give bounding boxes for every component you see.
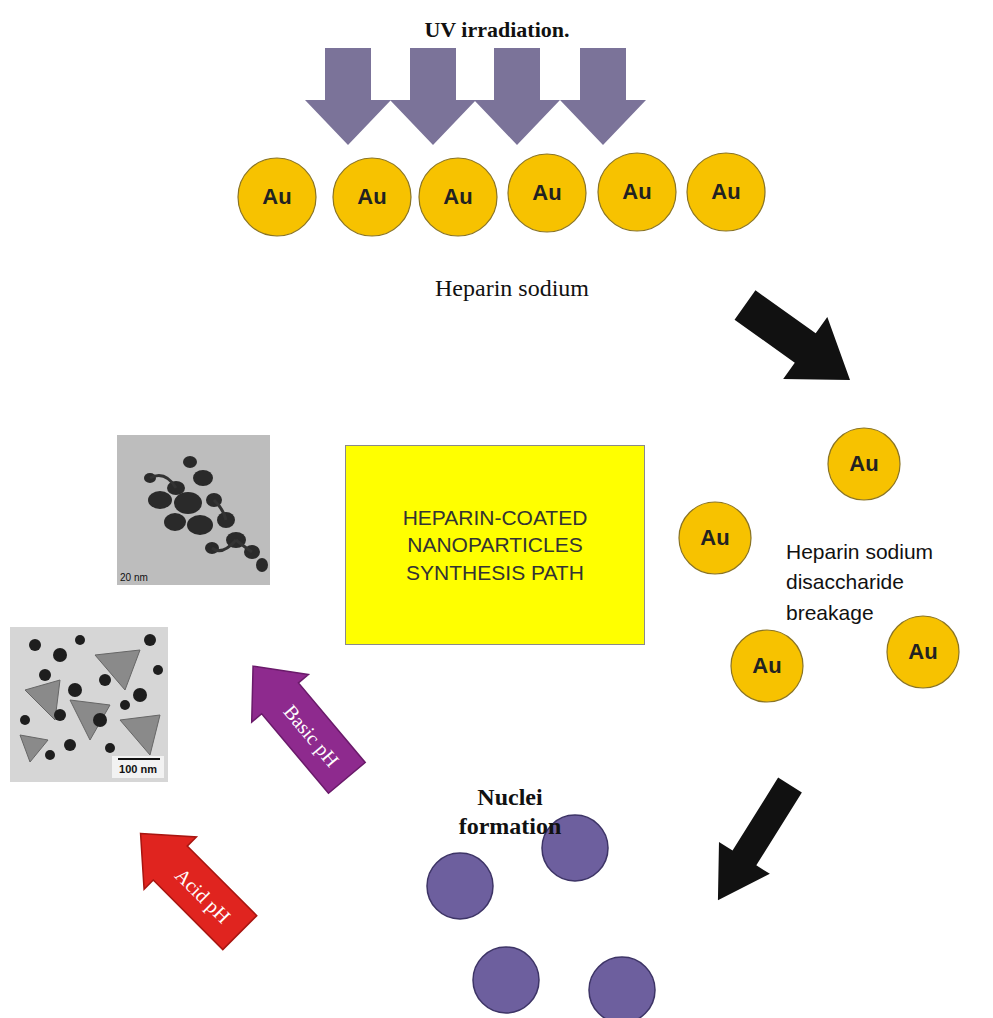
- title-box: HEPARIN-COATED NANOPARTICLES SYNTHESIS P…: [345, 445, 645, 645]
- scale-label: 20 nm: [120, 572, 180, 584]
- step-label: Nuclei formation: [435, 783, 585, 841]
- gold-particle: Au: [597, 152, 677, 232]
- reagent-label: Heparin sodium: [352, 274, 672, 303]
- scale-label: 100 nm: [112, 763, 164, 776]
- label-text: 100 nm: [119, 763, 157, 775]
- node-text: HEPARIN-COATED NANOPARTICLES SYNTHESIS P…: [395, 504, 595, 586]
- tem-image: [10, 627, 168, 782]
- node-text: Au: [622, 179, 651, 205]
- node-text: Au: [357, 184, 386, 210]
- gold-particle: Au: [686, 152, 766, 232]
- nuclei: [427, 815, 655, 1018]
- node-text: Au: [700, 525, 729, 551]
- label-text: Heparin sodium disaccharide breakage: [786, 540, 933, 624]
- process-arrow: [723, 274, 872, 411]
- node-text: Au: [908, 639, 937, 665]
- label-text: Nuclei formation: [459, 784, 562, 839]
- uv-arrows: [305, 48, 646, 145]
- gold-particle: Au: [827, 427, 901, 501]
- node-text: Au: [443, 184, 472, 210]
- gold-particle: Au: [730, 629, 804, 703]
- gold-particle: Au: [332, 157, 412, 237]
- process-arrow: [692, 769, 815, 916]
- gold-particle: Au: [237, 157, 317, 237]
- step-label: UV irradiation.: [337, 17, 657, 43]
- step-label: Heparin sodium disaccharide breakage: [786, 537, 986, 628]
- ph-arrow: Basic pH: [225, 642, 375, 801]
- node-text: Au: [532, 180, 561, 206]
- gold-particle: Au: [678, 501, 752, 575]
- label-text: UV irradiation.: [424, 17, 569, 42]
- node-text: Au: [849, 451, 878, 477]
- gold-particle: Au: [418, 157, 498, 237]
- ph-arrow: Acid pH: [114, 807, 266, 959]
- node-text: Au: [262, 184, 291, 210]
- node-text: Au: [711, 179, 740, 205]
- gold-particle: Au: [507, 153, 587, 233]
- gold-particle: Au: [886, 615, 960, 689]
- node-text: Au: [752, 653, 781, 679]
- tem-image: [117, 435, 270, 585]
- label-text: Heparin sodium: [435, 275, 589, 301]
- label-text: 20 nm: [120, 572, 148, 583]
